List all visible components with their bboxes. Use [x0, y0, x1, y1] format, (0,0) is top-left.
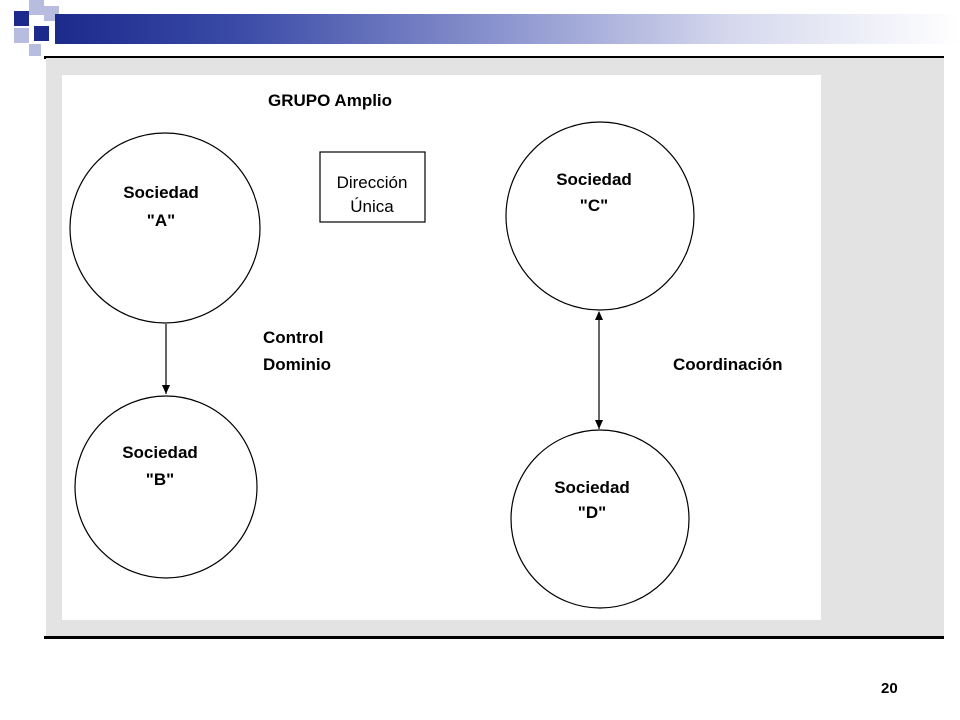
relation-right-label: Coordinación [673, 355, 783, 374]
corner-square-light-4 [29, 44, 41, 56]
node-d-circle [510, 429, 690, 609]
node-c-label-1: Sociedad [556, 170, 632, 189]
direction-box-line1: Dirección [337, 173, 408, 192]
node-b-circle [74, 395, 258, 579]
direction-box-line2: Única [350, 197, 394, 216]
node-a-label-1: Sociedad [123, 183, 199, 202]
direction-box [319, 151, 426, 223]
node-b-label-1: Sociedad [122, 443, 198, 462]
relation-left-line2: Dominio [263, 355, 331, 374]
corner-square-dark-1 [14, 11, 29, 26]
bottom-divider [44, 636, 944, 639]
relation-left-line1: Control [263, 328, 323, 347]
corner-square-light-3 [14, 28, 29, 43]
node-a-circle [69, 132, 261, 324]
corner-square-dark-2 [34, 26, 49, 41]
group-diagram: GRUPO Amplio Dirección Única Sociedad "A… [69, 91, 783, 609]
diagram-title: GRUPO Amplio [268, 91, 392, 110]
node-d-label-2: "D" [578, 503, 606, 522]
corner-square-light-1 [29, 0, 44, 15]
node-a-label-2: "A" [147, 211, 175, 230]
top-divider [44, 56, 944, 59]
node-b-label-2: "B" [146, 470, 174, 489]
title-gradient-bar [55, 14, 960, 44]
node-c-circle [505, 121, 695, 311]
page-number: 20 [881, 680, 898, 697]
node-d-label-1: Sociedad [554, 478, 630, 497]
diagram-canvas: GRUPO Amplio Dirección Única Sociedad "A… [62, 75, 821, 620]
node-c-label-2: "C" [580, 196, 608, 215]
